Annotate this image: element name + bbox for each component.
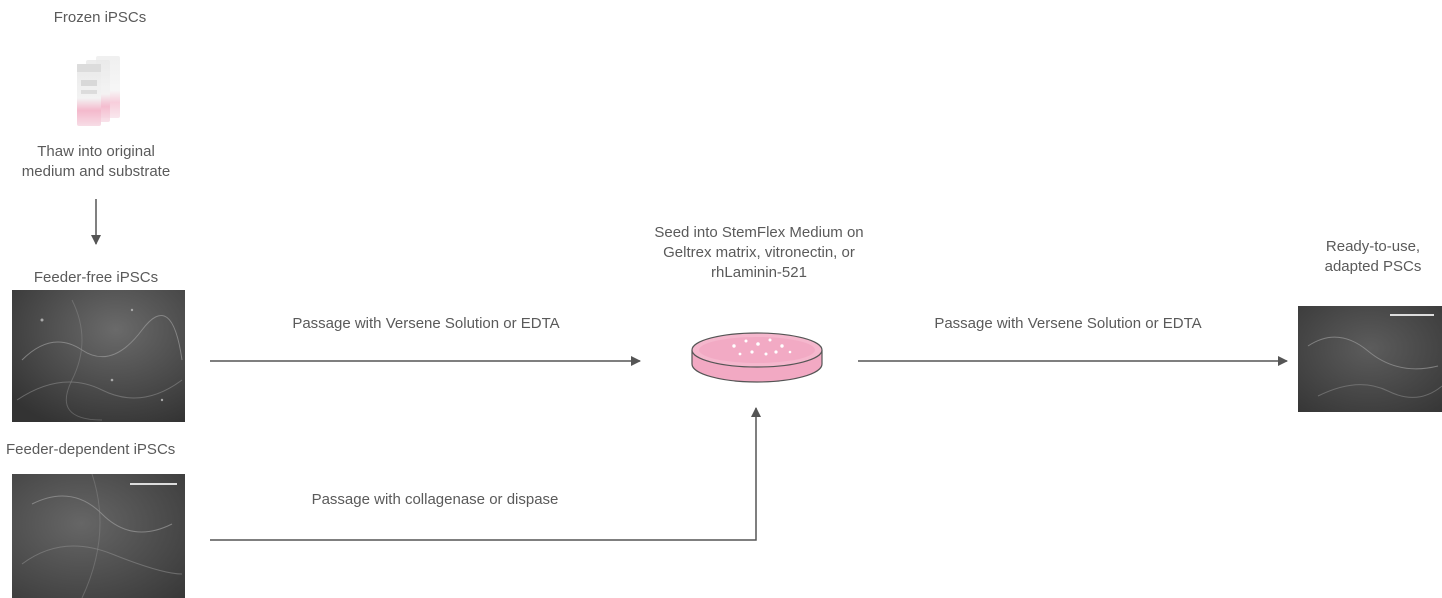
passage-versene-label-2: Passage with Versene Solution or EDTA [934,315,1202,332]
frozen-ipscs-label: Frozen iPSCs [53,9,147,26]
feeder-free-micrograph [12,290,185,422]
feeder-dependent-label: Feeder-dependent iPSCs [6,441,176,458]
feeder-free-label: Feeder-free iPSCs [33,269,159,286]
frozen-vials-icon [77,56,120,126]
ready-label: Ready-to-use, adapted PSCs [1324,238,1422,275]
thaw-label: Thaw into original medium and substrate [21,143,171,180]
collagenase-arrow [210,407,761,541]
passage-collagenase-label: Passage with collagenase or dispase [311,491,559,508]
feeder-dependent-micrograph [12,474,185,598]
seed-label: Seed into StemFlex Medium on Geltrex mat… [654,224,864,281]
passage-versene-label-1: Passage with Versene Solution or EDTA [292,315,560,332]
petri-dish-icon [691,332,823,383]
adapted-pscs-micrograph [1298,306,1442,412]
